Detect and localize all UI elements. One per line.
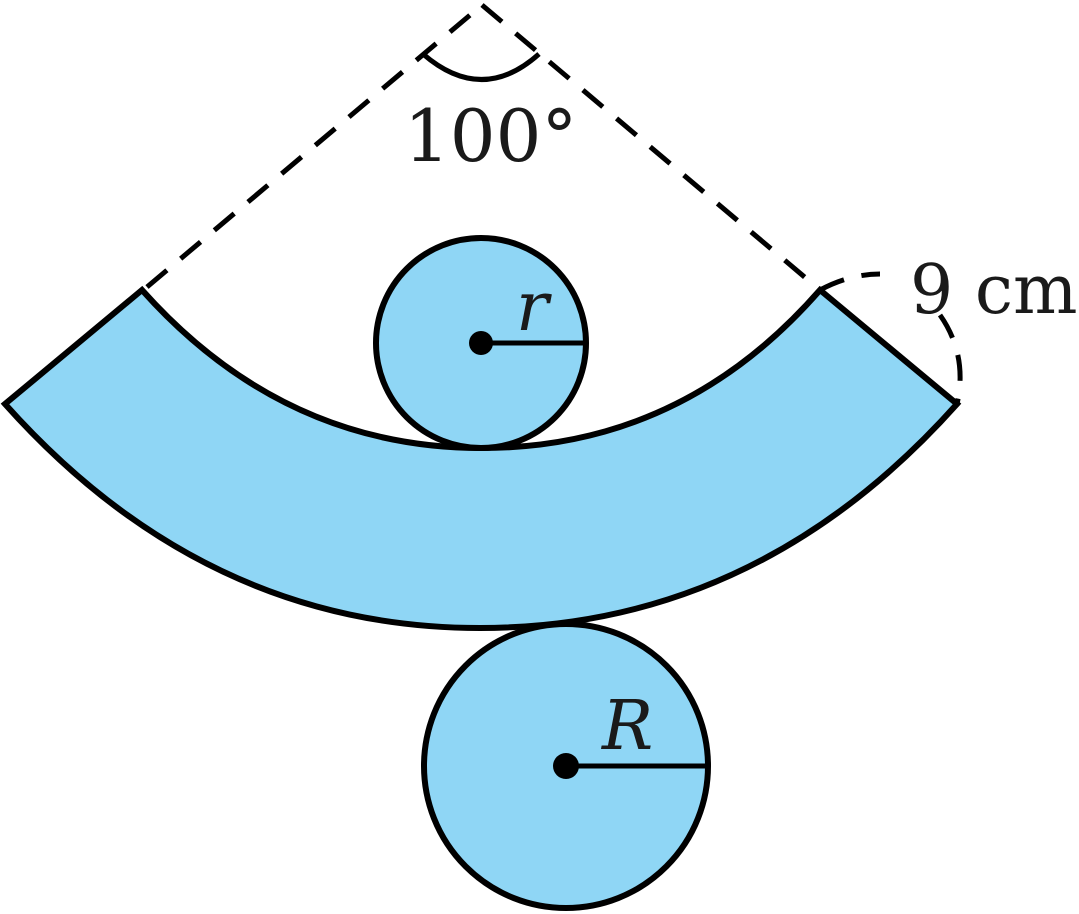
slant-length-arc: [818, 271, 881, 293]
dashed-edge-left: [145, 3, 484, 289]
slant-length-arc-lower: [937, 313, 963, 405]
dashed-edge-right: [480, 3, 822, 292]
small-radius-label: r: [516, 268, 552, 347]
annular-sector: [0, 285, 962, 632]
large-radius-label: R: [600, 687, 653, 766]
angle-label: 100°: [404, 94, 577, 178]
angle-arc: [421, 52, 541, 82]
slant-length-label: 9 cm: [910, 251, 1077, 330]
